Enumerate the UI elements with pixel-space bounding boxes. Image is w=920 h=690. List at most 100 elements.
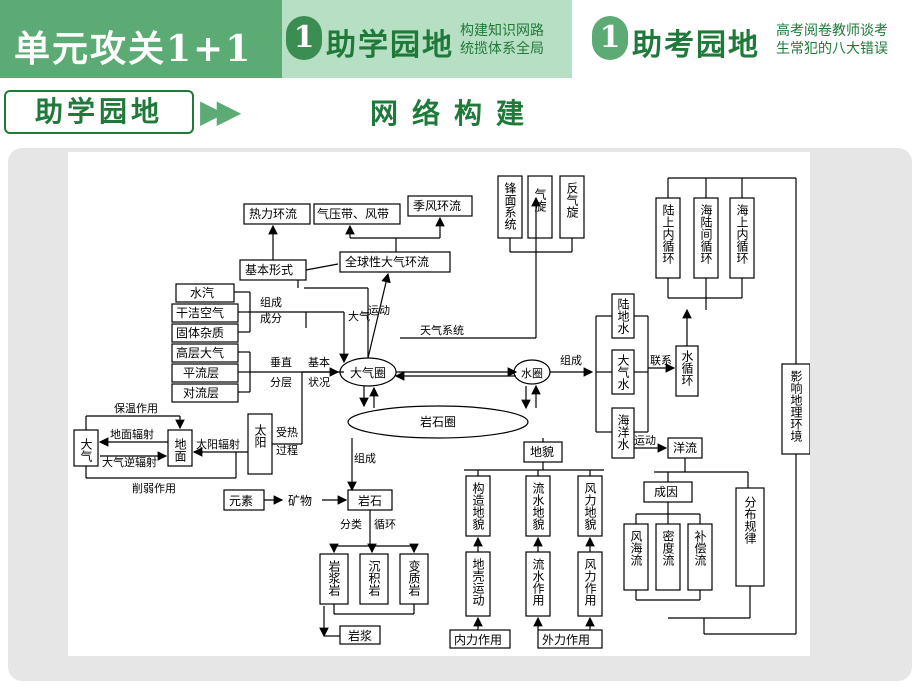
box-global-circ [339,251,451,273]
section1-title[interactable]: 助学园地 [326,28,454,63]
text-comp-current: 补偿流 [693,530,707,566]
section1-desc-line1: 构建知识网路 [460,23,544,39]
text-sun: 太阳 [253,423,267,448]
text-upper: 高层大气 [176,345,224,360]
text-element: 元素 [229,494,253,508]
text-mineral: 矿物 [288,494,312,508]
text-water-cycle: 水循环 [680,350,694,386]
box-aeolian-landform [577,475,603,537]
network-title: 网络构建 [370,97,539,130]
box-crust-move [465,551,491,617]
text-sedimentary: 沉积岩 [367,560,381,596]
text-influence: 影响地理环境 [789,370,803,442]
banner-left-segment [0,0,282,78]
text-monsoon: 季风环流 [413,199,461,213]
text-sea-cycle: 海上内循环 [735,203,749,264]
box-sedimentary [359,553,389,605]
text-land-water: 陆地水 [616,297,630,334]
text-thermal: 热力环流 [249,207,297,221]
text-land-cycle: 陆上内循环 [661,203,675,264]
box-solid [171,323,239,343]
double-arrow-icon: ▶▶ [200,92,241,130]
label-classify: 分类 [340,517,362,531]
text-global-circ: 全球性大气环流 [345,254,429,269]
label-basic: 基本 [308,355,330,369]
banner-middle-segment [282,0,572,78]
text-aeolian-action: 风力作用 [583,558,597,607]
text-atm-water: 大气水 [616,354,630,390]
label-cycle: 循环 [374,518,396,531]
top-banner: 单元攻关1+1 1 助学园地 构建知识网路 统揽体系全局 1 助考园地 高考阅卷… [0,0,920,80]
text-basic-form: 基本形式 [245,263,293,277]
text-ground: 地面 [173,438,187,462]
section2-number-badge: 1 [592,16,628,60]
box-pressure-belt [313,203,401,225]
box-internal [449,629,511,649]
text-aeolian-landform: 风力地貌 [583,482,597,530]
text-sea-land-cycle: 海陆间循环 [699,203,713,264]
text-atmosphere: 大气圈 [350,365,386,380]
text-internal: 内力作用 [454,633,502,647]
text-vapor: 水汽 [190,285,214,300]
label-counter-rad: 大气逆辐射 [102,455,157,469]
text-igneous: 岩浆岩 [327,559,341,596]
section-tag: 助学园地 [4,90,194,134]
label-link: 联系 [650,354,672,367]
text-strato: 平流层 [183,366,219,380]
text-dry-air: 干洁空气 [176,305,224,320]
label-weather-system: 天气系统 [420,323,464,337]
box-dry-air [171,303,239,323]
label-solar-rad: 太阳辐射 [196,437,240,451]
concept-map-svg: 热力环流 气压带、风带 季风环流 基本形式 全球性大气环流 水汽 干洁空气 固体… [73,175,811,649]
box-thermal [243,203,311,225]
concept-map: 热力环流 气压带、风带 季风环流 基本形式 全球性大气环流 水汽 干洁空气 固体… [68,152,811,656]
box-external [537,629,603,649]
box-tropo [171,383,239,403]
text-rock: 岩石 [358,493,382,508]
text-front: 锋面系统 [503,182,517,230]
section2-description: 高考阅卷教师谈考 生常犯的八大错误 [776,22,916,58]
box-cyclone [527,175,553,239]
text-fluvial-landform: 流水地貌 [531,482,545,530]
box-upper [171,343,239,363]
box-tectonic [465,475,491,537]
section1-description: 构建知识网路 统揽体系全局 [460,22,580,58]
unit-title: 单元攻关1+1 [14,28,253,70]
box-ocean-water [611,407,635,459]
text-wind-current: 风海流 [629,530,643,566]
section2-title[interactable]: 助考园地 [632,28,760,63]
label-state: 状况 [308,375,330,389]
text-current: 洋流 [673,440,697,455]
text-cause: 成因 [654,485,678,499]
section1-desc-line2: 统揽体系全局 [460,41,544,57]
text-atm-left: 大气 [79,438,93,462]
section1-number-badge: 1 [286,16,322,60]
label-composed: 组成 [354,451,376,465]
box-aeolian-action [577,551,603,617]
text-anticyclone: 反气旋 [565,182,579,219]
vertical-labels: 大气 地面 太阳 锋面系统 气旋 反气旋 陆上内循环 海陆间循环 海上内循环 陆… [79,182,803,607]
box-fluvial-action [525,551,551,617]
label-vertical: 垂直 [270,355,292,369]
text-external: 外力作用 [542,633,590,647]
label-process: 过程 [276,444,298,457]
box-fluvial-landform [525,475,551,537]
label-insulation: 保温作用 [114,401,158,415]
label-atm-v: 大气 [348,309,370,323]
section2-desc-line2: 生常犯的八大错误 [776,41,888,57]
text-ocean-water: 海洋水 [616,413,630,450]
text-lithosphere: 岩石圈 [420,414,456,429]
banner-right-segment [572,0,920,78]
label-motion: 运动 [368,304,390,317]
text-cyclone: 气旋 [533,187,547,213]
text-distribution: 分布规律 [743,496,757,544]
label-ground-rad: 地面辐射 [110,427,154,441]
node-lithosphere [347,405,529,439]
label-zucheng: 组成 [560,353,582,367]
label-component: 成分 [260,312,282,325]
text-landform: 地貌 [530,444,554,459]
text-crust-move: 地壳运动 [471,558,485,606]
label-motion2: 运动 [634,434,656,447]
label-composition: 组成 [260,295,282,309]
label-layering: 分层 [270,376,292,389]
